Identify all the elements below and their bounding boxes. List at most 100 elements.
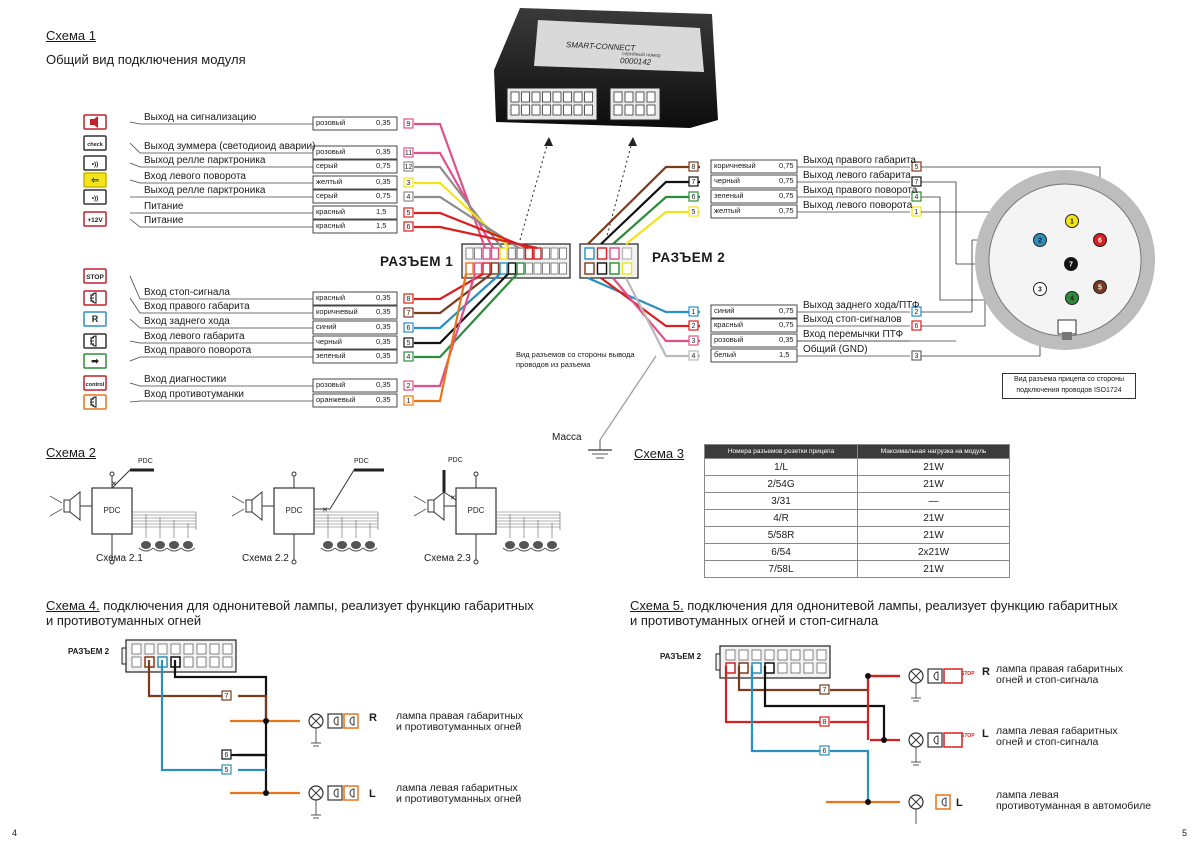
speaker-icon	[63, 499, 71, 513]
parking-sensor	[505, 541, 515, 549]
wire-section: 0,35	[376, 147, 391, 156]
connector2-cell-top	[596, 247, 608, 260]
icon-text: R	[92, 314, 99, 324]
small-connector-cell	[209, 656, 220, 668]
signal-icon	[83, 172, 107, 188]
table-cell: 21W	[857, 526, 1010, 544]
wire-red	[724, 666, 820, 724]
pin-box-num: 6	[407, 224, 411, 231]
connector1-cell-top	[507, 247, 517, 260]
wire-color-name: красный	[316, 293, 346, 302]
module-port1-cell	[521, 91, 530, 103]
pin-box	[221, 764, 232, 775]
icon-text: STOP	[86, 274, 104, 281]
small-connector-cell	[803, 649, 814, 661]
wire-section: 0,75	[779, 206, 794, 215]
connector1-cell-bottom	[550, 262, 559, 275]
input-label: Выход релле парктроника	[144, 185, 266, 196]
wire-оранжевый	[414, 273, 468, 403]
connector1-cell-bottom	[559, 262, 567, 275]
pin-box	[688, 191, 699, 202]
module-port1-cell	[542, 91, 551, 103]
leader-line	[129, 382, 313, 387]
wire-color-name: розовый	[316, 380, 346, 389]
socket-num-box	[911, 176, 922, 187]
wire-красный	[414, 211, 529, 250]
wire-black	[173, 660, 268, 757]
connector-note: Вид разъемов со стороны вывода проводов …	[516, 350, 635, 369]
pin-box	[403, 395, 414, 406]
pin-box	[688, 161, 699, 172]
scheme5-connector-label: РАЗЪЕМ 2	[660, 652, 702, 661]
wire-section: 0,35	[376, 118, 391, 127]
leader-line	[129, 275, 313, 300]
scheme5-side-l: L	[982, 728, 989, 740]
socket-num: 6	[915, 323, 919, 330]
table-cell: —	[857, 492, 1010, 510]
connector1-cell-top	[499, 247, 508, 260]
connector2-cell-bottom	[609, 262, 620, 275]
wire-label-box	[312, 159, 398, 174]
wire-section: 0,35	[376, 380, 391, 389]
leader-line	[129, 400, 313, 403]
pin-box	[688, 306, 699, 317]
pin-box	[403, 322, 414, 333]
wire-section: 1,5	[376, 207, 387, 216]
pin-box-num: 8	[692, 164, 696, 171]
small-connector-cell	[725, 649, 736, 661]
wire-brown	[238, 694, 268, 721]
connector1-cell-bottom	[490, 262, 500, 275]
wire-color-name: оранжевый	[316, 395, 356, 404]
wire-blue	[750, 666, 820, 753]
wire-section: 0,35	[376, 351, 391, 360]
pin-box	[403, 351, 414, 362]
wire-label-box	[710, 159, 798, 174]
module-port1-cell	[563, 91, 572, 103]
table-cell: 21W	[857, 560, 1010, 578]
connector1-cell-bottom	[525, 262, 533, 275]
signal-icon	[83, 333, 107, 349]
signal-icon	[83, 394, 107, 410]
pin-box-num: 4	[407, 194, 411, 201]
socket-num: 1	[915, 209, 919, 216]
pin-box-num: 8	[823, 719, 827, 726]
module-port1-cell	[510, 104, 520, 116]
parking-sensor	[547, 541, 557, 549]
module-port1-cell	[584, 91, 593, 103]
trailer-pin-num: 2	[1038, 238, 1042, 245]
pin-box	[819, 716, 830, 727]
input-label: Вход правого поворота	[144, 345, 252, 356]
connector1-cell-bottom	[533, 262, 542, 275]
socket-num-box	[911, 320, 922, 331]
module-port1-cell	[542, 104, 551, 116]
pin-box-num: 9	[407, 121, 411, 128]
connector1-cell-bottom	[465, 262, 474, 275]
wire-label-box	[312, 378, 398, 393]
wire-section: 0,75	[376, 191, 391, 200]
pin-box-num: 7	[225, 693, 229, 700]
wire-section: 0,75	[779, 320, 794, 329]
ground-label: Масса	[552, 432, 582, 443]
small-connector-cell	[183, 656, 194, 668]
output-label: Выход левого габарита	[803, 170, 911, 181]
connector1-cell-top	[524, 247, 534, 260]
signal-icon	[83, 189, 107, 205]
speaker-icon	[427, 499, 435, 513]
trailer-pin-num: 4	[1070, 296, 1074, 303]
wire-section: 1,5	[779, 350, 790, 359]
pin-box	[221, 749, 232, 760]
wire-section: 1,5	[376, 221, 387, 230]
connector2-cell-top	[609, 247, 620, 260]
scheme1-subtitle: Общий вид подключения модуля	[46, 52, 246, 67]
icon-text: •))	[92, 195, 99, 202]
connector1-cell-top	[490, 247, 500, 260]
wire-color-name: желтый	[316, 177, 343, 186]
leader-line	[129, 121, 313, 125]
small-connector-cell	[751, 649, 762, 661]
wire-brown	[737, 666, 820, 692]
small-connector-cell	[131, 643, 142, 655]
module-port2-cell	[646, 104, 656, 116]
wire-black	[763, 666, 886, 740]
